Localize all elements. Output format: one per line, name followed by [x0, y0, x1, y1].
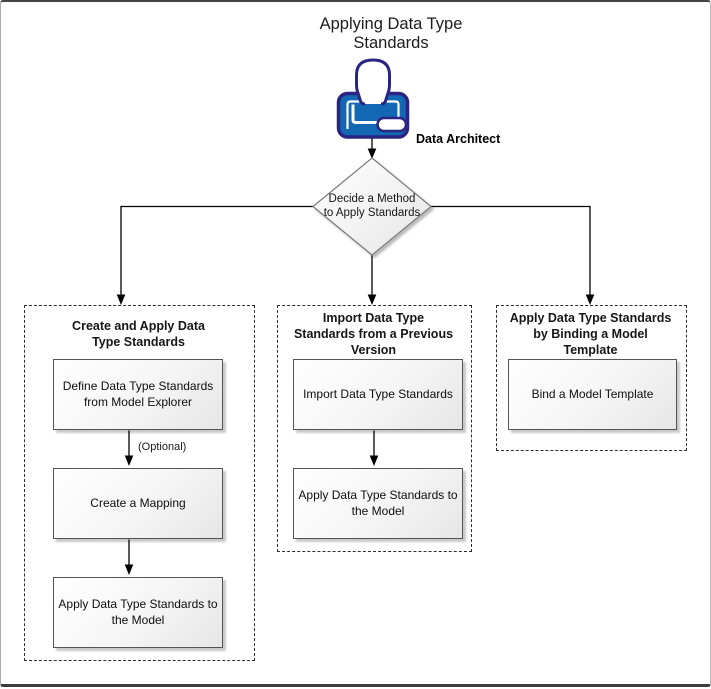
arrow-actor-to-decision	[367, 137, 377, 159]
group-import-previous-version	[277, 305, 472, 552]
data-architect-person-icon	[336, 58, 410, 139]
arrow-decision-to-group-1	[116, 205, 314, 305]
arrow-decision-to-group-2	[367, 254, 377, 305]
group-create-and-apply	[24, 305, 255, 661]
page-title: Applying Data Type Standards	[319, 15, 463, 52]
step-apply-standards-to-model-1: Apply Data Type Standards to the Model	[53, 577, 223, 648]
optional-label: (Optional)	[138, 441, 187, 453]
group-create-and-apply-title: Create and Apply Data Type Standards	[72, 319, 205, 349]
arrow-decision-to-group-3	[430, 205, 595, 305]
decision-label: Decide a Method to Apply Standards	[323, 193, 421, 219]
step-apply-standards-to-model-2: Apply Data Type Standards to the Model	[293, 468, 463, 539]
step-create-a-mapping: Create a Mapping	[53, 468, 223, 539]
group-bind-model-template-title: Apply Data Type Standards by Binding a M…	[509, 311, 672, 357]
step-define-data-type-standards: Define Data Type Standards from Model Ex…	[53, 359, 223, 430]
step-import-data-type-standards: Import Data Type Standards	[293, 359, 463, 430]
group-import-previous-version-title: Import Data Type Standards from a Previo…	[293, 311, 454, 357]
actor-label: Data Architect	[416, 132, 501, 146]
group-bind-model-template	[496, 305, 687, 451]
step-bind-a-model-template: Bind a Model Template	[508, 359, 677, 430]
